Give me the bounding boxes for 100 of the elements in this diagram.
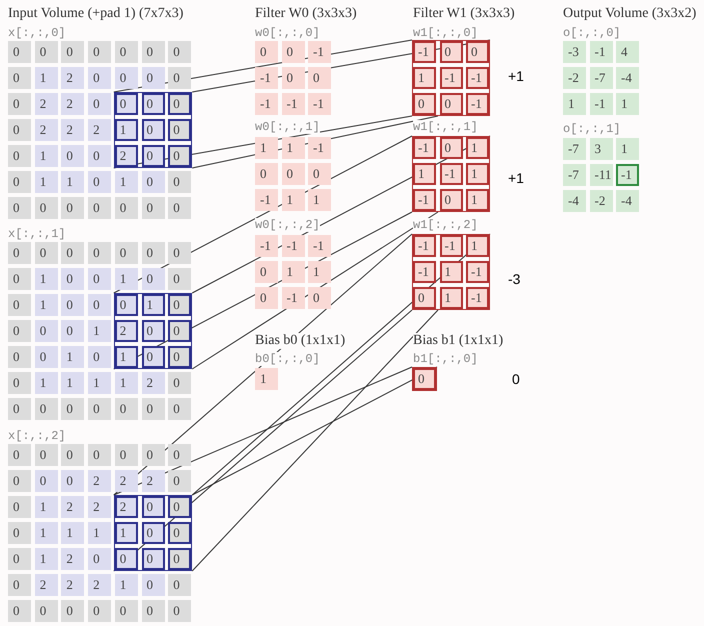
highlighted-cell: -1 bbox=[440, 235, 462, 257]
highlighted-cell: -1 bbox=[440, 67, 462, 89]
highlighted-cell: -1 bbox=[466, 287, 489, 309]
highlighted-cell: -1 bbox=[440, 163, 462, 185]
matrix-cell: 0 bbox=[8, 242, 31, 264]
panel-heading: Output Volume (3x3x2) bbox=[563, 6, 696, 22]
matrix-cell: 1 bbox=[282, 261, 304, 283]
matrix-cell: 0 bbox=[114, 242, 138, 264]
selection-window bbox=[114, 495, 192, 571]
matrix-cell: 2 bbox=[61, 496, 84, 518]
matrix-cell: 0 bbox=[308, 163, 331, 185]
highlighted-cell: 0 bbox=[466, 41, 489, 63]
matrix-cell: 2 bbox=[88, 119, 112, 141]
matrix-cell: 1 bbox=[616, 93, 639, 115]
slice-label: o[:,:,1] bbox=[563, 122, 621, 136]
matrix-cell: -1 bbox=[308, 235, 331, 257]
matrix-cell: -11 bbox=[590, 164, 612, 186]
matrix-cell: 0 bbox=[8, 496, 31, 518]
matrix-cell: 0 bbox=[88, 294, 112, 316]
matrix-cell: 1 bbox=[34, 268, 58, 290]
matrix-cell: 0 bbox=[8, 574, 31, 596]
matrix-cell: 0 bbox=[88, 242, 112, 264]
matrix-cell: 0 bbox=[168, 398, 192, 420]
matrix-cell: 2 bbox=[142, 372, 164, 394]
matrix-cell: 2 bbox=[88, 574, 112, 596]
matrix-cell: 0 bbox=[8, 548, 31, 570]
matrix-cell: 0 bbox=[88, 444, 112, 466]
matrix-cell: 0 bbox=[88, 145, 112, 167]
highlighted-cell: 0 bbox=[142, 320, 164, 342]
matrix-cell: 0 bbox=[114, 41, 138, 63]
matrix-cell: 0 bbox=[142, 600, 164, 622]
matrix-cell: 0 bbox=[61, 320, 84, 342]
matrix-cell: 0 bbox=[34, 600, 58, 622]
matrix-cell: 0 bbox=[168, 242, 192, 264]
highlighted-cell: 0 bbox=[440, 189, 462, 211]
matrix-cell: 0 bbox=[142, 444, 164, 466]
matrix-cell: -2 bbox=[590, 190, 612, 212]
matrix-cell: 0 bbox=[8, 320, 31, 342]
matrix-cell: 0 bbox=[255, 163, 278, 185]
sum-label: +1 bbox=[508, 68, 524, 84]
slice-label: x[:,:,0] bbox=[8, 26, 66, 40]
matrix-cell: 0 bbox=[168, 574, 192, 596]
highlighted-cell: 1 bbox=[466, 163, 489, 185]
highlighted-cell: 0 bbox=[142, 93, 164, 115]
matrix-cell: 0 bbox=[8, 444, 31, 466]
matrix-cell: -1 bbox=[255, 235, 278, 257]
matrix-cell: 0 bbox=[88, 93, 112, 115]
matrix-cell: 2 bbox=[88, 496, 112, 518]
matrix-cell: 0 bbox=[114, 197, 138, 219]
highlighted-cell: 0 bbox=[142, 119, 164, 141]
highlighted-cell: 0 bbox=[440, 137, 462, 159]
matrix-cell: 1 bbox=[616, 138, 639, 160]
matrix-cell: 1 bbox=[114, 171, 138, 193]
matrix-cell: 1 bbox=[34, 372, 58, 394]
matrix-cell: 0 bbox=[8, 346, 31, 368]
matrix-cell: 1 bbox=[61, 372, 84, 394]
matrix-cell: 1 bbox=[34, 67, 58, 89]
matrix-cell: 1 bbox=[114, 574, 138, 596]
matrix-cell: 0 bbox=[142, 41, 164, 63]
projection-line bbox=[113, 366, 412, 496]
matrix-cell: 0 bbox=[255, 287, 278, 309]
matrix-cell: 0 bbox=[142, 67, 164, 89]
matrix-cell: 0 bbox=[88, 398, 112, 420]
selection-window bbox=[114, 92, 192, 168]
projection-line bbox=[113, 234, 412, 496]
matrix-cell: 0 bbox=[142, 242, 164, 264]
matrix-cell: -7 bbox=[563, 164, 586, 186]
slice-label: o[:,:,0] bbox=[563, 26, 621, 40]
highlighted-cell: 0 bbox=[168, 119, 192, 141]
matrix-cell: 0 bbox=[168, 600, 192, 622]
matrix-cell: -1 bbox=[308, 137, 331, 159]
matrix-cell: 0 bbox=[34, 197, 58, 219]
matrix-cell: 0 bbox=[8, 41, 31, 63]
matrix-cell: 0 bbox=[8, 294, 31, 316]
projection-line bbox=[192, 310, 438, 572]
matrix-cell: 2 bbox=[34, 119, 58, 141]
matrix-cell: 0 bbox=[114, 444, 138, 466]
highlighted-cell: 0 bbox=[142, 346, 164, 368]
panel-heading: Filter W1 (3x3x3) bbox=[413, 6, 515, 22]
matrix-cell: -1 bbox=[255, 93, 278, 115]
matrix-cell: 2 bbox=[88, 470, 112, 492]
highlighted-cell: -1 bbox=[413, 41, 436, 63]
matrix-cell: 0 bbox=[88, 67, 112, 89]
highlighted-cell: 2 bbox=[114, 145, 138, 167]
projection-line bbox=[113, 212, 412, 370]
projection-line bbox=[192, 136, 490, 294]
projection-line bbox=[192, 40, 490, 92]
matrix-cell: 0 bbox=[34, 320, 58, 342]
matrix-cell: 1 bbox=[88, 320, 112, 342]
matrix-cell: 0 bbox=[61, 294, 84, 316]
matrix-cell: -3 bbox=[563, 41, 586, 63]
highlighted-cell: 0 bbox=[142, 548, 164, 570]
panel-heading: Input Volume (+pad 1) (7x7x3) bbox=[8, 6, 184, 22]
highlighted-cell: -1 bbox=[466, 67, 489, 89]
matrix-cell: 1 bbox=[34, 522, 58, 544]
matrix-cell: 0 bbox=[168, 67, 192, 89]
matrix-cell: 2 bbox=[61, 93, 84, 115]
matrix-cell: 0 bbox=[8, 522, 31, 544]
matrix-cell: 0 bbox=[8, 197, 31, 219]
highlighted-cell: -1 bbox=[413, 235, 436, 257]
